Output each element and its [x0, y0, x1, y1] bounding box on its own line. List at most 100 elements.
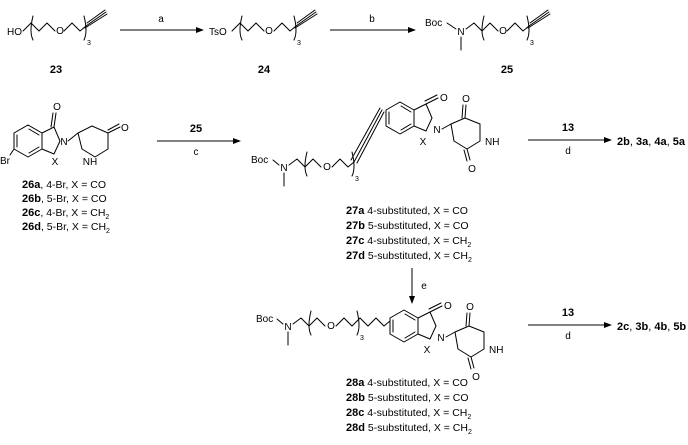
repeat-count: 3	[360, 335, 364, 342]
compound-27: Boc N O 3 O N X O NH O 27a 4-substituted…	[251, 93, 499, 264]
glutarimide-carbonyl-bottom	[463, 148, 471, 162]
x-group-label: X	[424, 345, 431, 356]
alkyne-triple-bond	[527, 9, 551, 29]
glutarimide-carbonyl-top	[107, 123, 121, 134]
alkyne-triple-bond	[84, 9, 108, 29]
boc-n-bond	[272, 159, 280, 166]
repeat-bracket-right	[356, 310, 360, 336]
arrow-d2-head	[604, 322, 612, 328]
compound-id-25: 25	[501, 64, 513, 76]
ring-carbonyl	[428, 302, 443, 313]
product-set-1: 2b, 3a, 4a, 5a	[617, 136, 686, 148]
arrow-step-a: a	[120, 14, 204, 33]
glutarimide-oxygen-bottom: O	[472, 372, 480, 383]
imide-nh-label: NH	[489, 345, 503, 356]
glutarimide-carbonyl-bottom	[467, 356, 475, 370]
ring-nitrogen-label: N	[433, 125, 440, 136]
glutarimide-ring	[445, 325, 485, 358]
ring-carbonyl	[50, 112, 57, 128]
entry-28a: 28a 4-substituted, X = CO	[346, 377, 468, 389]
glutarimide-oxygen-top: O	[462, 94, 470, 105]
product-set-2: 2c, 3b, 4b, 5b	[617, 321, 686, 333]
repeat-count: 3	[297, 40, 301, 47]
compound-24: TsO O 3 24	[209, 9, 318, 76]
repeat-bracket-right	[351, 151, 355, 177]
step-c-label: c	[194, 147, 199, 158]
repeat-bracket-right	[83, 15, 87, 41]
ether-oxygen-label: O	[327, 321, 335, 332]
boc-n-bond	[446, 22, 457, 30]
repeat-bracket-left	[304, 151, 308, 177]
ether-oxygen-label: O	[265, 26, 273, 37]
boc-label: Boc	[251, 155, 268, 166]
repeat-bracket-right	[526, 15, 530, 41]
compound-28-chain	[292, 317, 391, 327]
compound-23: HO O 3 23	[7, 9, 108, 76]
arrow-step-d-first: 13 d	[528, 122, 612, 157]
step-d-reagent: 13	[562, 307, 574, 319]
compound-27-entry-list: 27a 4-substituted, X = CO 27b 5-substitu…	[346, 205, 472, 264]
step-c-reagent: 25	[190, 123, 202, 135]
benzene-ring	[389, 309, 419, 343]
carbonyl-oxygen-label: O	[444, 301, 452, 312]
alkyne-triple-bond	[294, 9, 318, 29]
entry-28d: 28d 5-substituted, X = CH2	[346, 422, 472, 436]
entry-26c: 26c, 4-Br, X = CH2	[22, 207, 109, 221]
repeat-bracket-left	[30, 15, 34, 41]
repeat-count: 3	[87, 40, 91, 47]
arrow-step-d-second: 13 d	[528, 307, 612, 342]
compound-id-23: 23	[50, 64, 62, 76]
boc-label: Boc	[256, 314, 273, 325]
imide-nh-label: NH	[83, 157, 97, 168]
ether-oxygen-label: O	[499, 26, 507, 37]
entry-27d: 27d 5-substituted, X = CH2	[346, 250, 472, 264]
arrow-step-e: e	[409, 268, 427, 304]
entry-28c: 28c 4-substituted, X = CH2	[346, 407, 471, 421]
bromo-label: Br	[0, 156, 11, 167]
compound-24-chain	[231, 22, 297, 32]
tosylate-label: TsO	[209, 27, 227, 38]
glutarimide-ring	[441, 117, 481, 150]
step-d-label: d	[565, 146, 571, 157]
step-d-reagent: 13	[562, 122, 574, 134]
five-membered-ring	[417, 311, 437, 340]
boc-n-bond	[276, 318, 284, 325]
repeat-bracket-right	[293, 15, 297, 41]
benzene-ring	[385, 101, 415, 135]
x-group-label: X	[420, 137, 427, 148]
arrow-step-c: 25 c	[157, 123, 241, 158]
entry-27c: 27c 4-substituted, X = CH2	[346, 235, 471, 249]
compound-26-entry-list: 26a, 4-Br, X = CO 26b, 5-Br, X = CO 26c,…	[22, 179, 110, 235]
ring-nitrogen-label: N	[437, 333, 444, 344]
imide-nh-label: NH	[485, 137, 499, 148]
boc-label: Boc	[425, 18, 442, 29]
ring-carbonyl	[424, 94, 439, 105]
benzene-ring	[13, 124, 43, 158]
step-d-label: d	[565, 331, 571, 342]
step-b-label: b	[369, 14, 375, 25]
entry-27b: 27b 5-substituted, X = CO	[346, 220, 469, 232]
step-e-label: e	[421, 281, 427, 292]
glutarimide-carbonyl-top	[461, 104, 467, 119]
amine-nitrogen-label: N	[280, 163, 287, 174]
x-group-label: X	[52, 157, 59, 168]
ether-oxygen-label: O	[56, 26, 64, 37]
hydroxyl-label: HO	[7, 27, 22, 38]
amine-nitrogen-label: N	[457, 27, 464, 38]
compound-id-24: 24	[258, 64, 271, 76]
repeat-count: 3	[530, 40, 534, 47]
compound-27-chain	[288, 158, 355, 168]
entry-27a: 27a 4-substituted, X = CO	[346, 205, 468, 217]
arrow-step-b: b	[330, 14, 416, 33]
carbonyl-oxygen-label: O	[53, 102, 61, 113]
alkyne-triple-bond	[350, 107, 385, 164]
repeat-bracket-left	[239, 15, 243, 41]
glutarimide-oxygen-top: O	[121, 123, 129, 134]
compound-23-chain	[22, 22, 87, 32]
glutarimide-oxygen-top: O	[466, 302, 474, 313]
entry-26d: 26d, 5-Br, X = CH2	[22, 221, 110, 235]
compound-25: Boc N O 3 25	[425, 9, 551, 76]
step-a-label: a	[158, 14, 164, 25]
glutarimide-carbonyl-top	[465, 312, 471, 327]
